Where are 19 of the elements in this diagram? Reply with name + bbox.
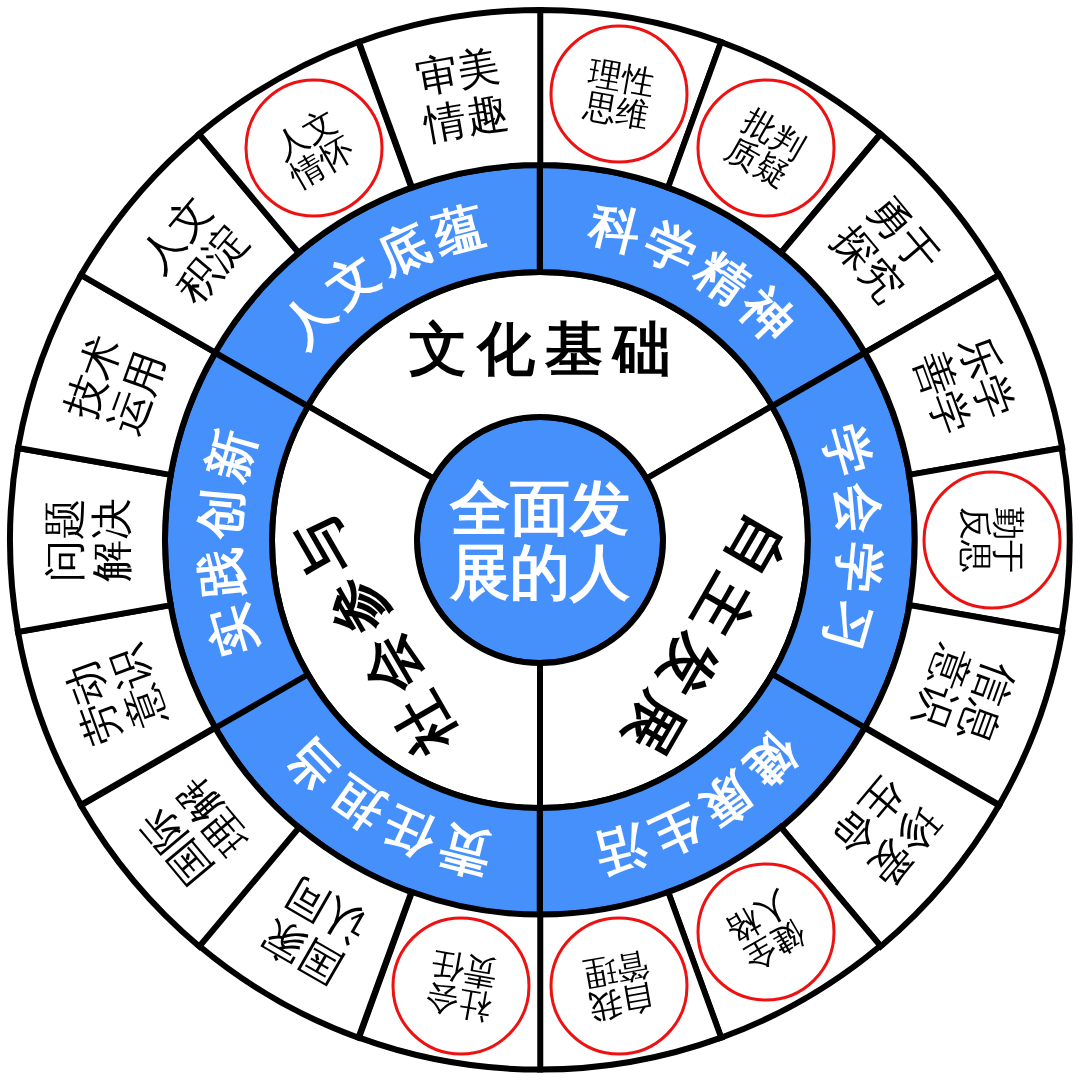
segment-label: 信息意识 <box>905 637 1024 753</box>
highlighted-label: 社会责任 <box>422 947 501 1024</box>
highlighted-label: 自我管理 <box>579 947 658 1024</box>
segment-label: 人文积淀 <box>129 185 259 314</box>
center-label: 全面发展的人 <box>448 475 631 605</box>
highlighted-label: 理性思维 <box>579 56 658 133</box>
ring-label: 实践创新 <box>189 417 268 663</box>
highlighted-label: 健全人格 <box>720 886 812 978</box>
highlighted-label: 批判质疑 <box>720 102 812 194</box>
segment-label: 珍爱生命 <box>821 766 951 895</box>
ring-label: 学会学习 <box>812 417 891 663</box>
segment-label: 乐学善学 <box>905 328 1024 443</box>
segment-label: 勇于探究 <box>821 185 951 314</box>
segment-label: 劳动意识 <box>55 637 175 753</box>
highlighted-label: 人文情怀 <box>267 102 360 194</box>
segment-label: 问题解决 <box>40 497 136 584</box>
segment-label: 审美情趣 <box>410 40 513 149</box>
highlighted-label: 勤于反思 <box>959 506 1026 574</box>
segment-label: 技术运用 <box>55 328 175 443</box>
